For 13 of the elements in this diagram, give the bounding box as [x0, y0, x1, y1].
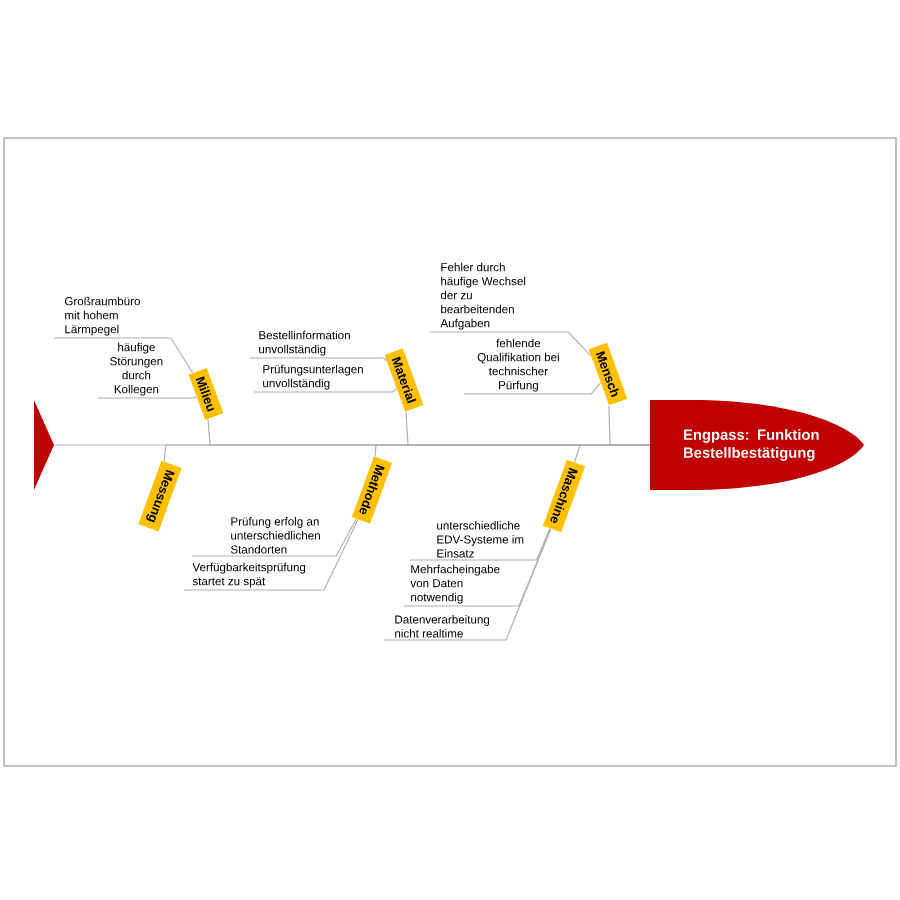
tail-triangle — [34, 400, 54, 490]
connector-line — [383, 528, 552, 641]
connector-line — [191, 518, 357, 557]
connector-line — [253, 387, 397, 393]
connector-line — [429, 331, 592, 357]
bone-line — [574, 444, 651, 463]
connector-line — [249, 357, 387, 362]
connector-line — [53, 337, 194, 374]
connector-line — [409, 528, 551, 561]
connector-line — [403, 528, 552, 607]
connector-line — [463, 382, 602, 395]
connector-line — [97, 396, 197, 399]
connector-line — [183, 519, 359, 591]
